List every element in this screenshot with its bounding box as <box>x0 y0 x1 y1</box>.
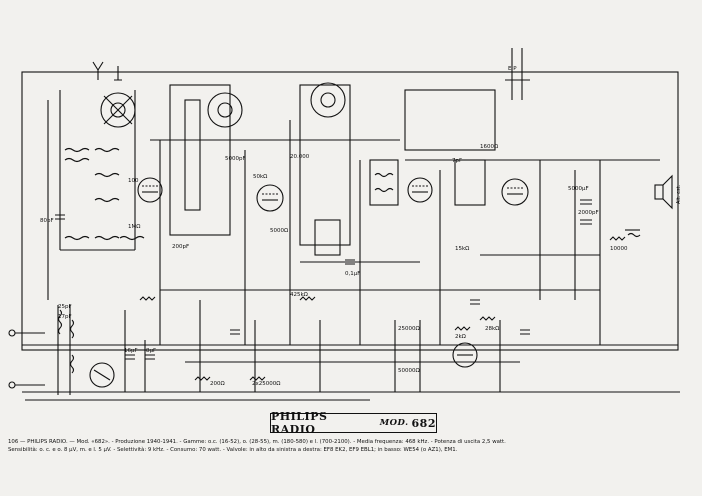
label-r-50kohm: 50kΩ <box>253 174 267 180</box>
label-c-20000: 20.000 <box>290 154 310 160</box>
valve-ebl1 <box>501 178 529 206</box>
valve-ef9 <box>407 177 433 203</box>
label-alt-est: Alt. est. <box>676 184 682 204</box>
model-prefix: MOD. <box>379 418 409 428</box>
label-c-10000: 10000 <box>610 246 628 252</box>
label-c-8uf: 8μF <box>146 348 156 354</box>
mains-terminal-2 <box>8 381 16 389</box>
band-switch-3 <box>310 82 346 118</box>
radio-schematic: 80pF 100 1MΩ 5000pF 200pF 50kΩ 5000Ω 20.… <box>8 48 682 401</box>
speaker-icon <box>654 174 673 210</box>
label-r-200: 200Ω <box>210 381 225 387</box>
label-c-16uf: 16μF <box>124 348 138 354</box>
schematic-frame <box>21 71 679 351</box>
brand-title: PHILIPS RADIO <box>271 410 328 436</box>
resistors <box>139 236 626 381</box>
label-c-5000uf: 5000μF <box>568 186 589 192</box>
label-ep: E P <box>508 66 517 72</box>
label-r-28kohm: 28kΩ <box>485 326 499 332</box>
band-switch-1 <box>100 92 136 128</box>
mains-terminal-1 <box>8 329 16 337</box>
label-r-2x25000: 2x25000Ω <box>252 381 280 387</box>
caption-line-2: Sensibilità: o. c. e o. 8 μV, m. e l. 5 … <box>8 447 458 453</box>
label-c-200pf: 200pF <box>172 244 189 250</box>
capacitors <box>55 199 592 360</box>
power-transformer <box>57 305 75 395</box>
label-r-2kohm: 2kΩ <box>455 334 466 340</box>
caption-line-1: 106 — PHILIPS RADIO. — Mod. «682». - Pro… <box>8 439 506 445</box>
label-c-5000pf: 5000pF <box>225 156 246 162</box>
magic-eye-em1 <box>452 342 478 368</box>
label-c-25pf: 25pF <box>58 304 72 310</box>
label-c-2000pf: 2000pF <box>578 210 599 216</box>
label-r-100: 100 <box>128 178 139 184</box>
model-title-box: PHILIPS RADIO MOD. 682 <box>270 410 437 436</box>
label-r-1mohm: 1MΩ <box>128 224 140 230</box>
label-r-425k: 425kΩ <box>290 292 308 298</box>
label-r-25000: 25000Ω <box>398 326 420 332</box>
valve-ef8 <box>137 177 163 203</box>
model-number: 682 <box>411 416 436 430</box>
antenna-icon <box>92 61 104 80</box>
band-switch-2 <box>207 92 243 128</box>
valve-ek2 <box>256 184 284 212</box>
label-c-17pf: 17pF <box>58 314 72 320</box>
label-r-1600: 1600Ω <box>480 144 498 150</box>
label-r-15kohm: 15kΩ <box>455 246 469 252</box>
label-r-50000: 50000Ω <box>398 368 420 374</box>
label-r-5000ohm: 5000Ω <box>270 228 288 234</box>
if-transformer <box>369 159 399 206</box>
label-c-7pf: 7pF <box>452 158 462 164</box>
rf-coils <box>64 147 145 241</box>
rectifier-we54 <box>89 362 115 388</box>
label-cap-80pf: 80pF <box>40 218 54 224</box>
label-c-01uf: 0,1μF <box>345 271 360 277</box>
